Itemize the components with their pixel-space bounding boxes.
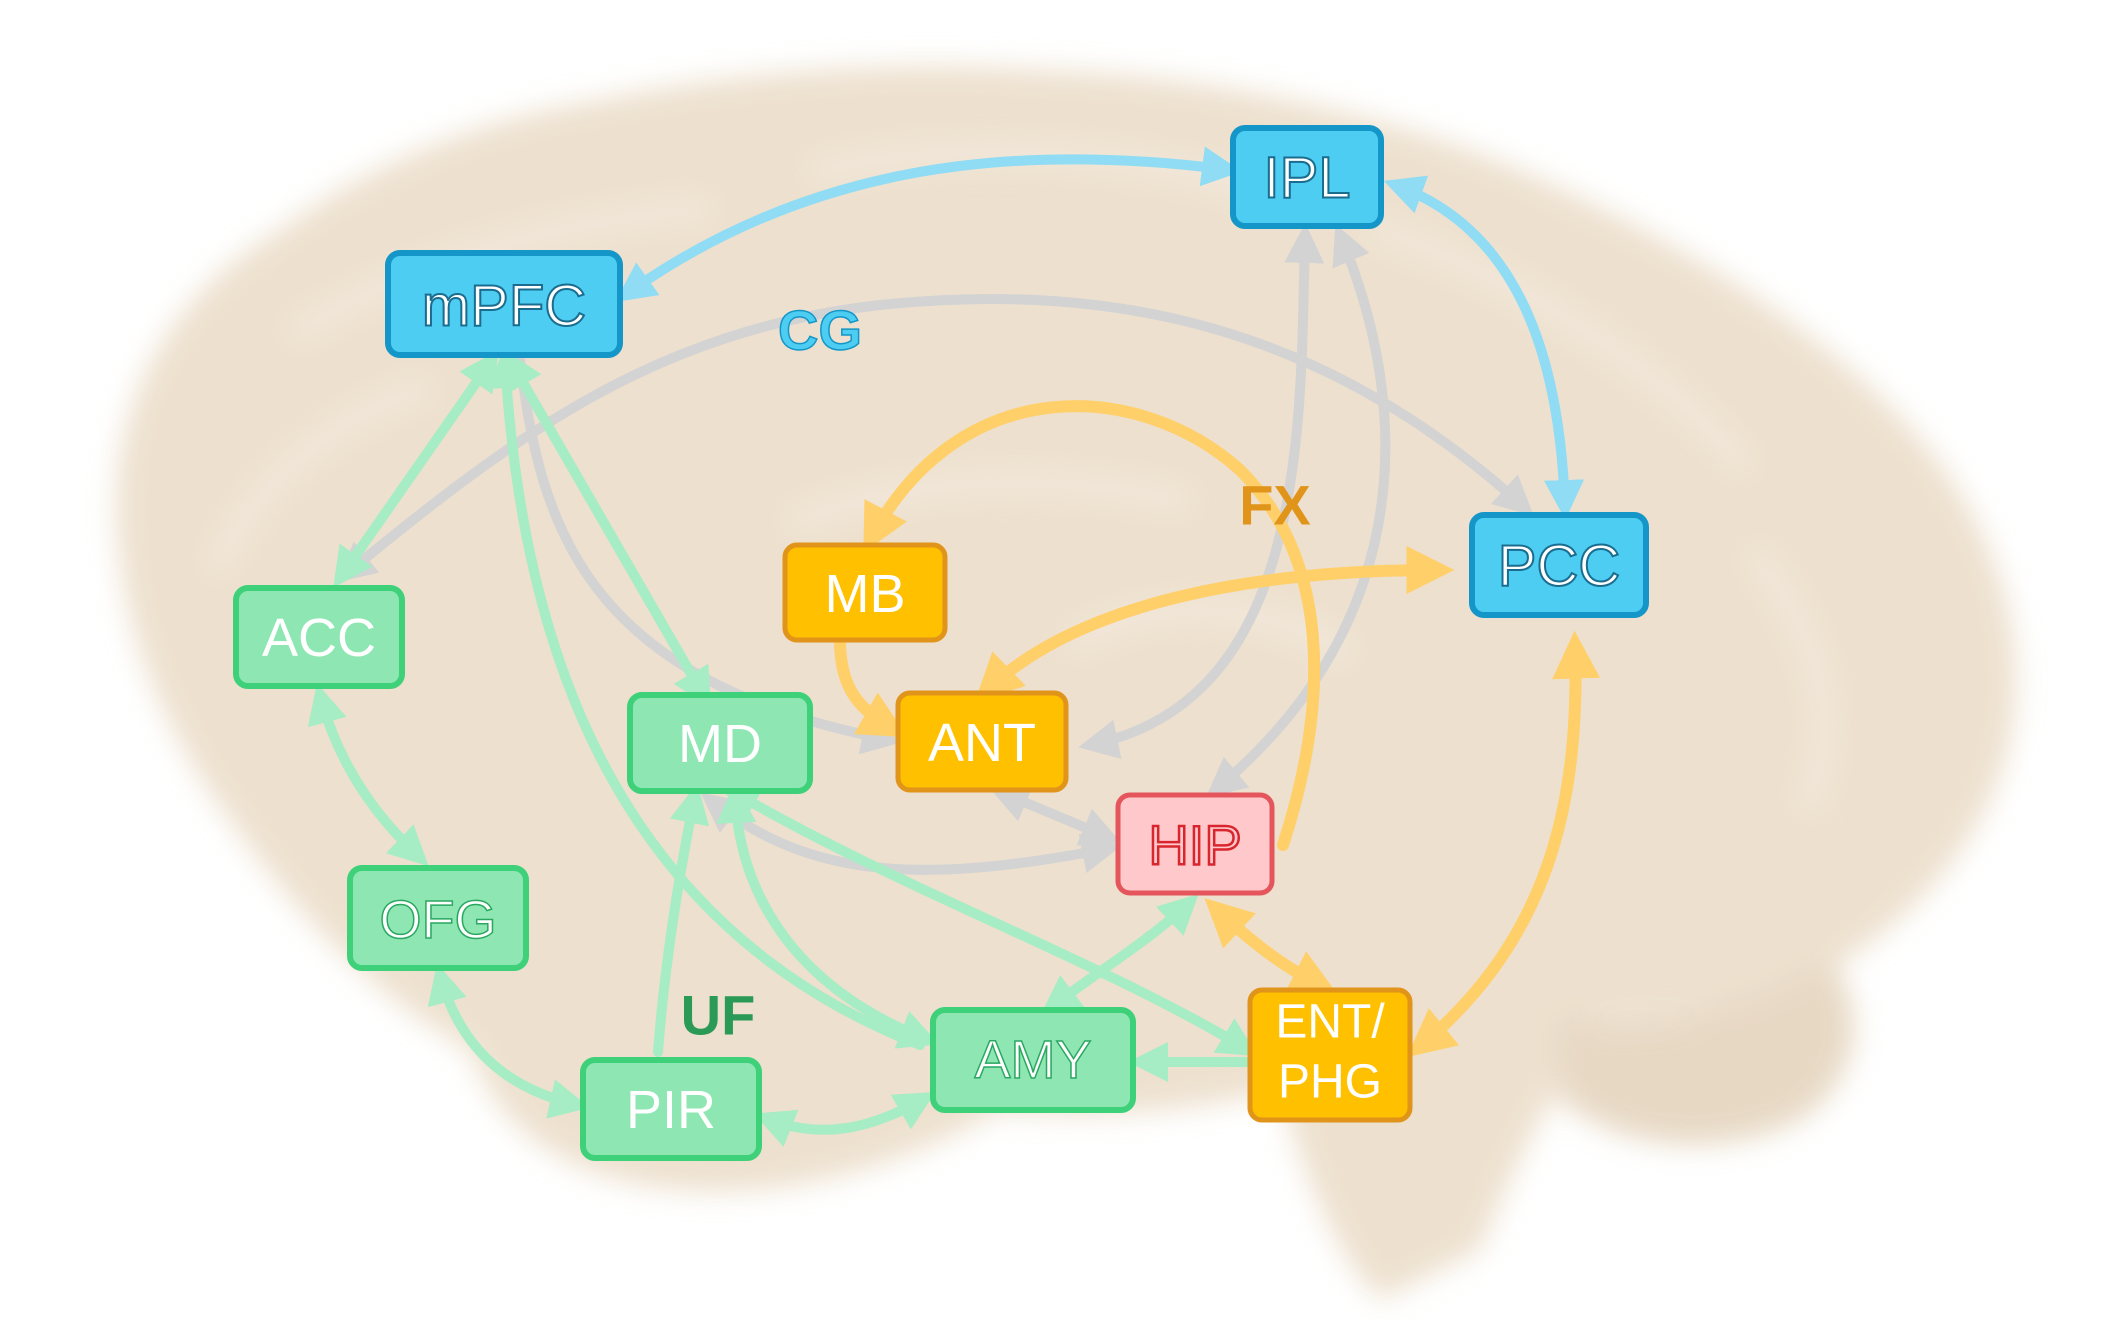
arrow-amy-hip (1040, 893, 1199, 1016)
arrow-ipl-pcc (1383, 175, 1585, 520)
node-ofg-label: OFG (380, 890, 497, 950)
node-ipl[interactable]: IPL (1230, 125, 1384, 229)
node-pcc-label: PCC (1498, 534, 1620, 599)
node-pir[interactable]: PIR (580, 1057, 762, 1161)
node-ent-phg[interactable]: ENT/ PHG (1247, 987, 1413, 1123)
arrow-mpfc-md (504, 349, 711, 709)
blue-connections (615, 146, 1585, 520)
arrow-acc-ofg (307, 683, 429, 867)
node-ipl-label: IPL (1263, 146, 1350, 211)
arrow-pcc-ent (1406, 630, 1601, 1058)
node-md[interactable]: MD (627, 692, 813, 794)
node-ent-label-line1: ENT/ (1275, 996, 1385, 1049)
arrow-hip-mb-fornix (863, 400, 1321, 851)
node-acc-label: ACC (262, 608, 376, 668)
node-ant-label: ANT (928, 713, 1036, 773)
node-mb[interactable]: MB (782, 542, 948, 643)
node-acc[interactable]: ACC (233, 585, 405, 689)
arrow-pir-md (653, 783, 710, 1057)
arrow-mpfc-ipl (615, 146, 1242, 302)
node-amy-label: AMY (974, 1030, 1091, 1090)
arrow-mb-ant (834, 634, 908, 738)
node-pir-label: PIR (626, 1080, 716, 1140)
green-connections (307, 348, 1259, 1147)
tract-label-cg: CG (778, 299, 862, 362)
arrow-hip-ent (1204, 898, 1338, 995)
tract-label-fx: FX (1239, 474, 1311, 537)
arrow-mpfc-acc (333, 350, 499, 588)
arrow-ofg-pir (427, 963, 590, 1119)
node-hip[interactable]: HIP (1115, 792, 1275, 896)
node-amy[interactable]: AMY (930, 1007, 1136, 1113)
arrow-pir-amy (753, 1091, 936, 1147)
node-md-label: MD (678, 714, 762, 774)
node-ant[interactable]: ANT (895, 690, 1069, 793)
node-ent-label-line2: PHG (1278, 1056, 1382, 1109)
node-hip-label: HIP (1148, 814, 1241, 877)
node-mpfc[interactable]: mPFC (385, 250, 623, 358)
tract-label-uf: UF (681, 984, 756, 1047)
orange-connections (834, 400, 1601, 1058)
node-pcc[interactable]: PCC (1469, 512, 1649, 618)
arrow-ant-pcc (974, 546, 1455, 703)
node-mpfc-label: mPFC (422, 274, 586, 339)
arrow-ipl-hip (1205, 223, 1391, 798)
node-ofg[interactable]: OFG (347, 865, 529, 971)
node-mb-label: MB (825, 564, 906, 624)
